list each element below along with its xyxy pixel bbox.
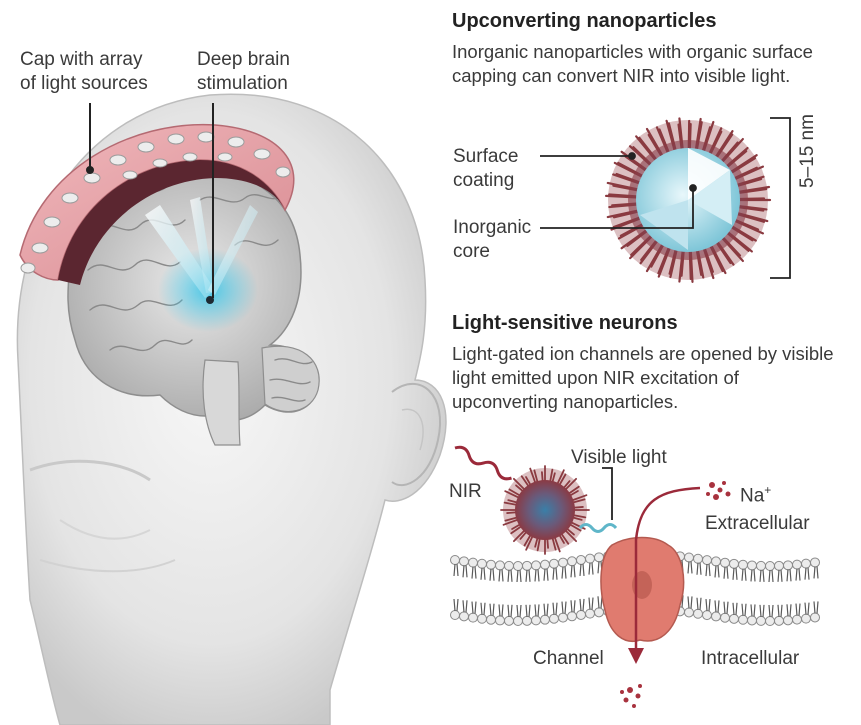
size-label: 5–15 nm	[797, 114, 818, 188]
light-cap-illustration	[19, 123, 295, 285]
extracellular-label: Extracellular	[705, 513, 810, 534]
nano-leader-lines	[540, 152, 697, 229]
na-superscript: +	[764, 483, 772, 497]
nir-label: NIR	[449, 481, 482, 502]
left-leader-lines	[86, 103, 214, 298]
na-label: Na+	[740, 478, 771, 508]
visible-light-label: Visible light	[571, 447, 667, 468]
na-text: Na	[740, 485, 765, 507]
neurons-title: Light-sensitive neurons	[452, 312, 678, 334]
size-bracket	[770, 117, 791, 279]
brain-illustration	[67, 169, 320, 446]
neurons-description: Light-gated ion channels are opened by v…	[452, 343, 834, 412]
channel-label: Channel	[533, 648, 604, 669]
nano-title: Upconverting nanoparticles	[452, 10, 717, 32]
surface-coating-label: Surface coating	[453, 146, 519, 191]
membrane-scene	[450, 445, 820, 708]
cap-label: Cap with array of light sources	[20, 49, 148, 94]
intracellular-label: Intracellular	[701, 648, 800, 669]
nir-wave	[454, 445, 512, 481]
visible-light-wave	[578, 523, 618, 533]
nanoparticle-illustration	[605, 117, 772, 283]
deep-brain-stimulation-label: Deep brain stimulation	[197, 49, 290, 94]
inorganic-core-label: Inorganic core	[453, 217, 532, 262]
nano-description: Inorganic nanoparticles with organic sur…	[452, 41, 813, 86]
